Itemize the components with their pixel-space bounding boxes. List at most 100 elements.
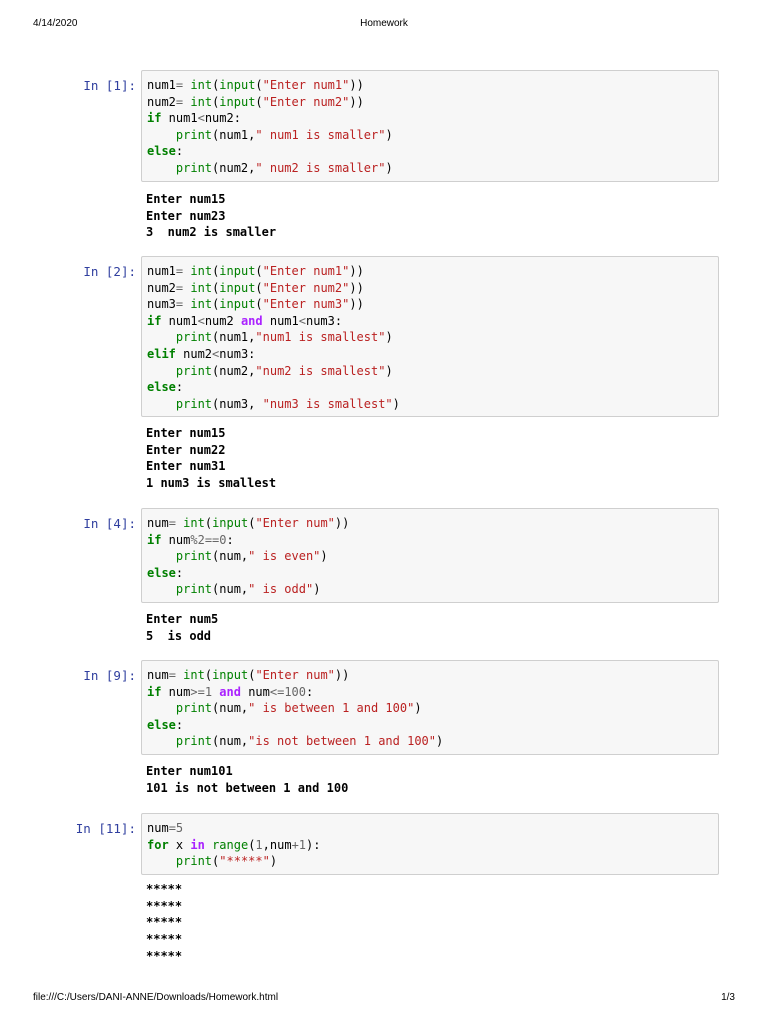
code-token: " is odd" (248, 582, 314, 597)
code-token: ( (212, 264, 220, 278)
code-token: )) (334, 516, 350, 530)
code-token: input (212, 516, 249, 530)
code-token: <= (269, 684, 285, 699)
code-token: "is not between 1 and 100" (248, 734, 436, 749)
code-token: ) (385, 330, 393, 345)
code-input-area[interactable]: num= int(input("Enter num"))if num%2==0:… (141, 508, 719, 603)
output-line: 101 is not between 1 and 100 (146, 780, 349, 795)
code-token: print (175, 160, 213, 175)
print-header: 4/14/2020 Homework (33, 18, 735, 32)
code-line: print(num2,"num2 is smallest") (147, 363, 718, 380)
code-input-area[interactable]: num1= int(input("Enter num1"))num2= int(… (141, 256, 719, 417)
code-line: if num1<num2 and num1<num3: (147, 313, 718, 330)
code-token: (num, (212, 582, 249, 597)
code-token: num3 (147, 297, 176, 312)
code-token: ) (320, 549, 328, 564)
code-token: elif (147, 346, 176, 361)
output-line: ***** (146, 898, 183, 913)
code-input-area[interactable]: num= int(input("Enter num"))if num>=1 an… (141, 660, 719, 755)
code-line: num2= int(input("Enter num2")) (147, 94, 718, 111)
code-token: num (147, 668, 169, 682)
code-token: = (168, 821, 176, 835)
code-token: : (306, 684, 314, 699)
document-title: Homework (360, 18, 408, 29)
code-line: num=5 (147, 820, 718, 837)
code-token: )) (334, 668, 350, 682)
code-token: if (147, 111, 162, 126)
code-token: ) (392, 396, 400, 411)
output-line: 3 num2 is smaller (146, 225, 277, 240)
code-token (205, 838, 212, 852)
code-token: num2: (204, 111, 241, 126)
code-token: ) (313, 582, 321, 597)
cell-prompt: In [2]: (83, 264, 136, 279)
code-token: print (175, 701, 213, 716)
code-token: )) (349, 280, 364, 295)
code-token: input (219, 264, 256, 278)
cell-prompt: In [9]: (83, 668, 136, 683)
code-token: "Enter num3" (262, 297, 350, 312)
code-token: : (175, 380, 184, 395)
code-line: print(num," is even") (147, 548, 718, 565)
code-token: < (298, 313, 306, 328)
code-token: (num1, (212, 127, 256, 142)
code-token: print (175, 734, 213, 749)
code-token: else (147, 380, 176, 395)
code-token: (num, (212, 734, 249, 749)
code-token (147, 128, 176, 142)
code-token: num2 (175, 346, 213, 361)
output-line: Enter num31 (146, 459, 226, 474)
output-line: 1 num3 is smallest (146, 476, 277, 491)
code-token: int (190, 297, 213, 312)
code-token: 1 (255, 837, 263, 852)
code-token: (num2, (212, 363, 256, 378)
code-line: num1= int(input("Enter num1")) (147, 263, 718, 280)
code-line: else: (147, 565, 718, 582)
code-token: (num1, (212, 330, 256, 345)
code-line: else: (147, 717, 718, 734)
code-token: if (147, 532, 162, 547)
code-token: " num2 is smaller" (255, 160, 386, 175)
code-editor: num= int(input("Enter num"))if num%2==0:… (142, 509, 718, 598)
code-token: = (175, 264, 184, 278)
code-token: (num3, (212, 396, 263, 411)
code-token: num1 (262, 313, 299, 328)
code-token: int (190, 280, 213, 295)
code-token: ( (212, 94, 220, 109)
code-token: num2 (204, 313, 241, 328)
code-token: )) (349, 264, 364, 278)
code-token: print (175, 330, 213, 345)
code-token: int (190, 264, 213, 278)
code-line: num1= int(input("Enter num1")) (147, 77, 718, 94)
code-token: = (175, 280, 184, 295)
code-token: num (161, 532, 191, 547)
code-token: ) (436, 734, 444, 749)
code-line: print(num1," num1 is smaller") (147, 127, 718, 144)
code-token: print (175, 396, 213, 411)
code-token: "Enter num" (255, 516, 335, 530)
code-token: num (161, 684, 191, 699)
code-token (147, 582, 176, 596)
code-token: )) (349, 297, 364, 312)
code-token: )) (349, 94, 364, 109)
code-token: 100 (284, 684, 307, 699)
code-token: "Enter num" (255, 668, 335, 682)
code-input-area[interactable]: num1= int(input("Enter num1"))num2= int(… (141, 70, 719, 182)
code-token: 1 (298, 837, 307, 852)
code-line: for x in range(1,num+1): (147, 837, 718, 854)
output-line: ***** (146, 915, 183, 930)
code-token: num1 (147, 264, 176, 278)
output-line: Enter num5 (146, 612, 219, 626)
output-line: ***** (146, 882, 183, 896)
code-token: num2 (147, 280, 176, 295)
code-token (147, 364, 176, 378)
code-token: "Enter num1" (262, 264, 350, 278)
code-token: 0 (219, 532, 227, 547)
code-token: 1 (204, 684, 213, 699)
code-token: "Enter num2" (262, 280, 350, 295)
code-token: int (190, 94, 213, 109)
output-line: Enter num15 (146, 426, 226, 440)
